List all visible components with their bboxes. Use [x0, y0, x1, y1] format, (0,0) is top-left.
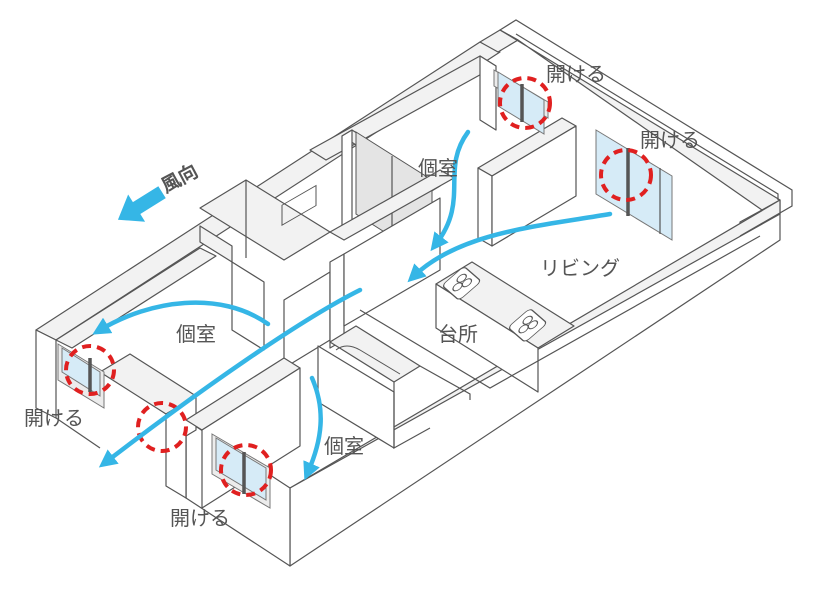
airflow-arrows	[92, 129, 613, 481]
label-open-left: 開ける	[24, 406, 84, 430]
label-room-bottom: 個室	[324, 434, 364, 458]
window-top-1	[493, 69, 549, 135]
arrow-down-left-icon	[117, 186, 166, 222]
stove-icon-bottom	[509, 309, 547, 342]
airflow-arrow-left-room	[92, 300, 271, 335]
label-living: リビング	[540, 256, 620, 280]
stove-burner-top	[0, 0, 1, 1]
label-kitchen: 台所	[438, 322, 478, 346]
open-markers	[64, 76, 653, 497]
label-open-top-2: 開ける	[640, 128, 700, 152]
open-marker-door	[136, 401, 188, 453]
airflow-arrow-top	[430, 129, 471, 252]
label-room-top: 個室	[418, 156, 458, 180]
open-marker-left	[64, 344, 116, 396]
airflow-arrow-diagonal	[98, 287, 363, 468]
stove-icon-top	[443, 267, 481, 300]
label-open-bottom: 開ける	[170, 506, 230, 530]
window-left	[57, 343, 105, 409]
open-marker-bottom	[219, 443, 273, 497]
label-room-left: 個室	[176, 322, 216, 346]
balcony	[499, 19, 793, 237]
airflow-arrow-living	[407, 211, 613, 283]
label-open-top-1: 開ける	[546, 62, 606, 86]
interior-walls	[0, 0, 761, 509]
airflow-arrow-bottom-room	[303, 375, 323, 481]
open-marker-top-1	[498, 76, 552, 130]
open-marker-top-2	[599, 148, 653, 202]
